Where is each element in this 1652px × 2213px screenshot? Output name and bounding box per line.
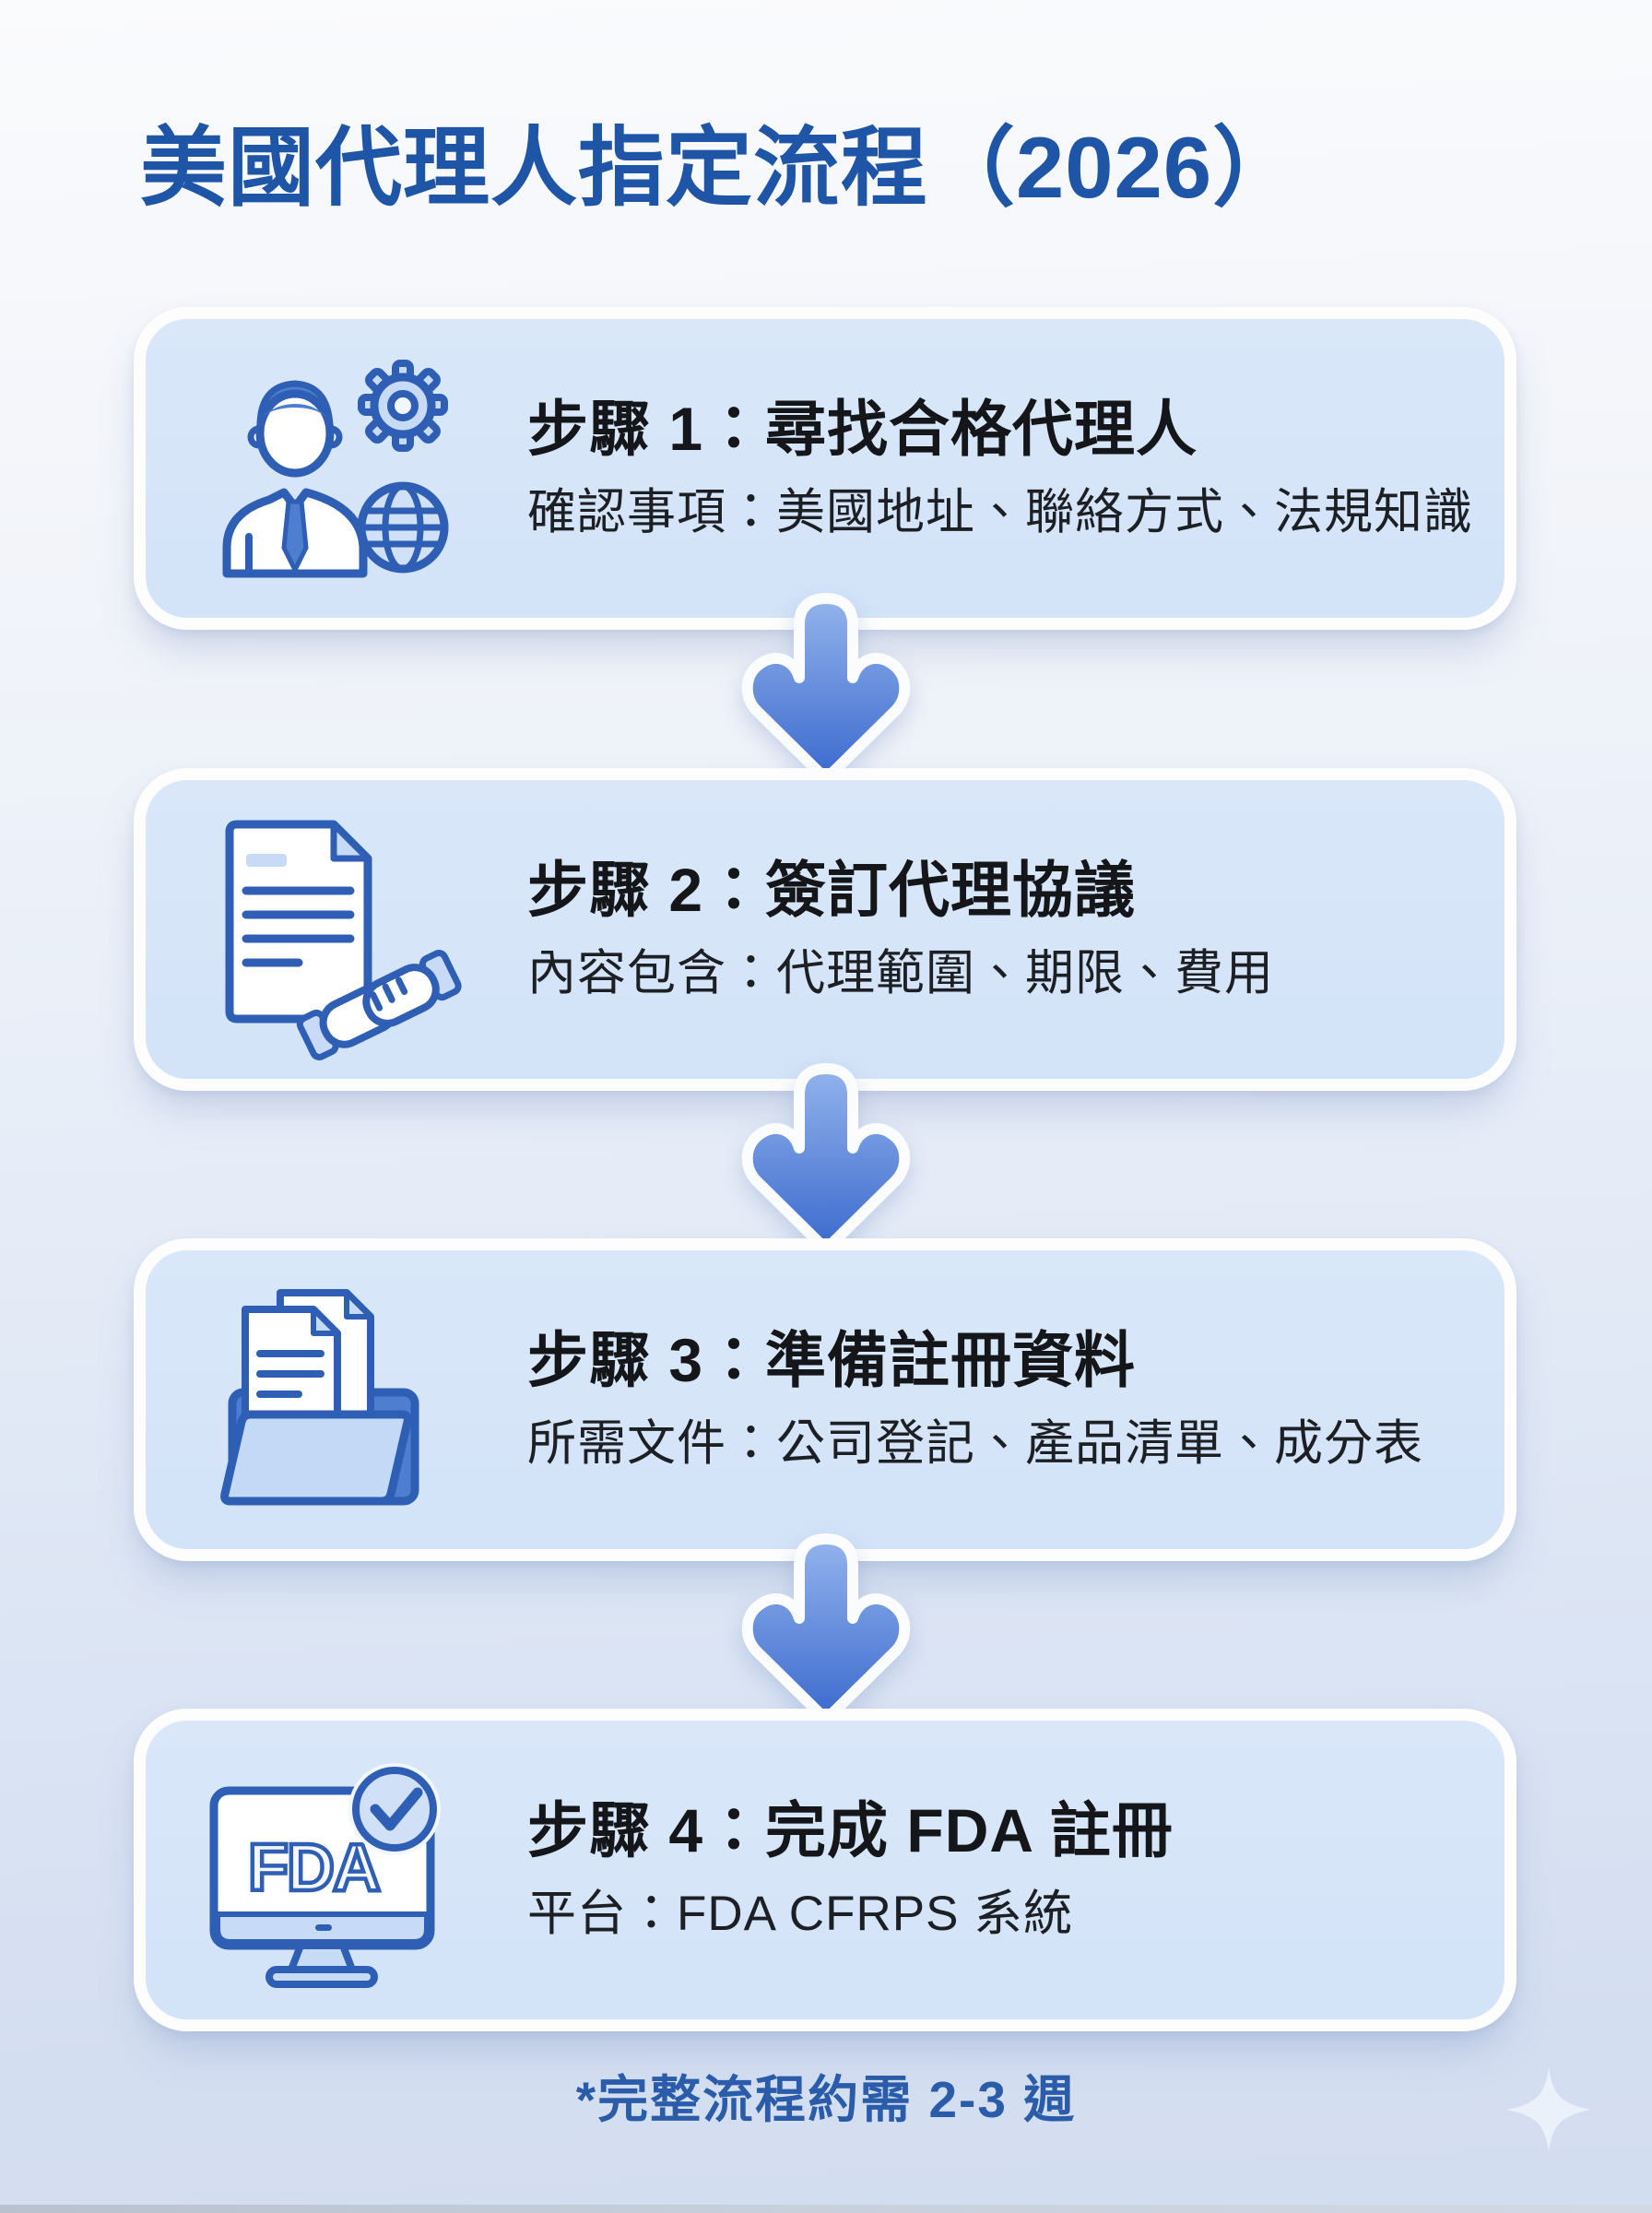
- down-arrow-icon: [741, 1533, 911, 1725]
- step-subtitle: 內容包含：代理範圍、期限、費用: [527, 946, 1274, 1001]
- step-card-4: FDA 步驟 4：完成 FDA 註冊 平台：FDA CFRPS 系統: [134, 1709, 1516, 2031]
- agent-person-gear-globe-icon: [188, 352, 465, 585]
- step-title: 步驟 2：簽訂代理協議: [527, 855, 1137, 924]
- sparkle-icon: [1506, 2067, 1591, 2152]
- folder-documents-icon: [188, 1284, 465, 1516]
- fda-monitor-check-icon: FDA: [188, 1754, 465, 1988]
- step-card-3: 步驟 3：準備註冊資料 所需文件：公司登記、產品清單、成分表: [134, 1238, 1516, 1561]
- bottom-edge-strip: [0, 2205, 1652, 2213]
- page-title: 美國代理人指定流程（2026）: [140, 119, 1301, 216]
- fda-screen-label: FDA: [248, 1831, 380, 1905]
- footer-note: *完整流程約需 2-3 週: [575, 2071, 1077, 2128]
- step-title: 步驟 1：尋找合格代理人: [527, 394, 1198, 463]
- down-arrow-icon: [741, 593, 911, 785]
- step-title: 步驟 4：完成 FDA 註冊: [527, 1795, 1174, 1864]
- step-card-2: 步驟 2：簽訂代理協議 內容包含：代理範圍、期限、費用: [134, 768, 1516, 1091]
- step-subtitle: 確認事項：美國地址、聯絡方式、法規知識: [527, 485, 1473, 540]
- down-arrow-icon: [741, 1063, 911, 1255]
- step-card-1: 步驟 1：尋找合格代理人 確認事項：美國地址、聯絡方式、法規知識: [134, 307, 1516, 630]
- step-subtitle: 平台：FDA CFRPS 系統: [527, 1887, 1074, 1942]
- contract-handshake-icon: [188, 813, 465, 1060]
- step-subtitle: 所需文件：公司登記、產品清單、成分表: [527, 1416, 1423, 1472]
- step-title: 步驟 3：準備註冊資料: [527, 1325, 1137, 1394]
